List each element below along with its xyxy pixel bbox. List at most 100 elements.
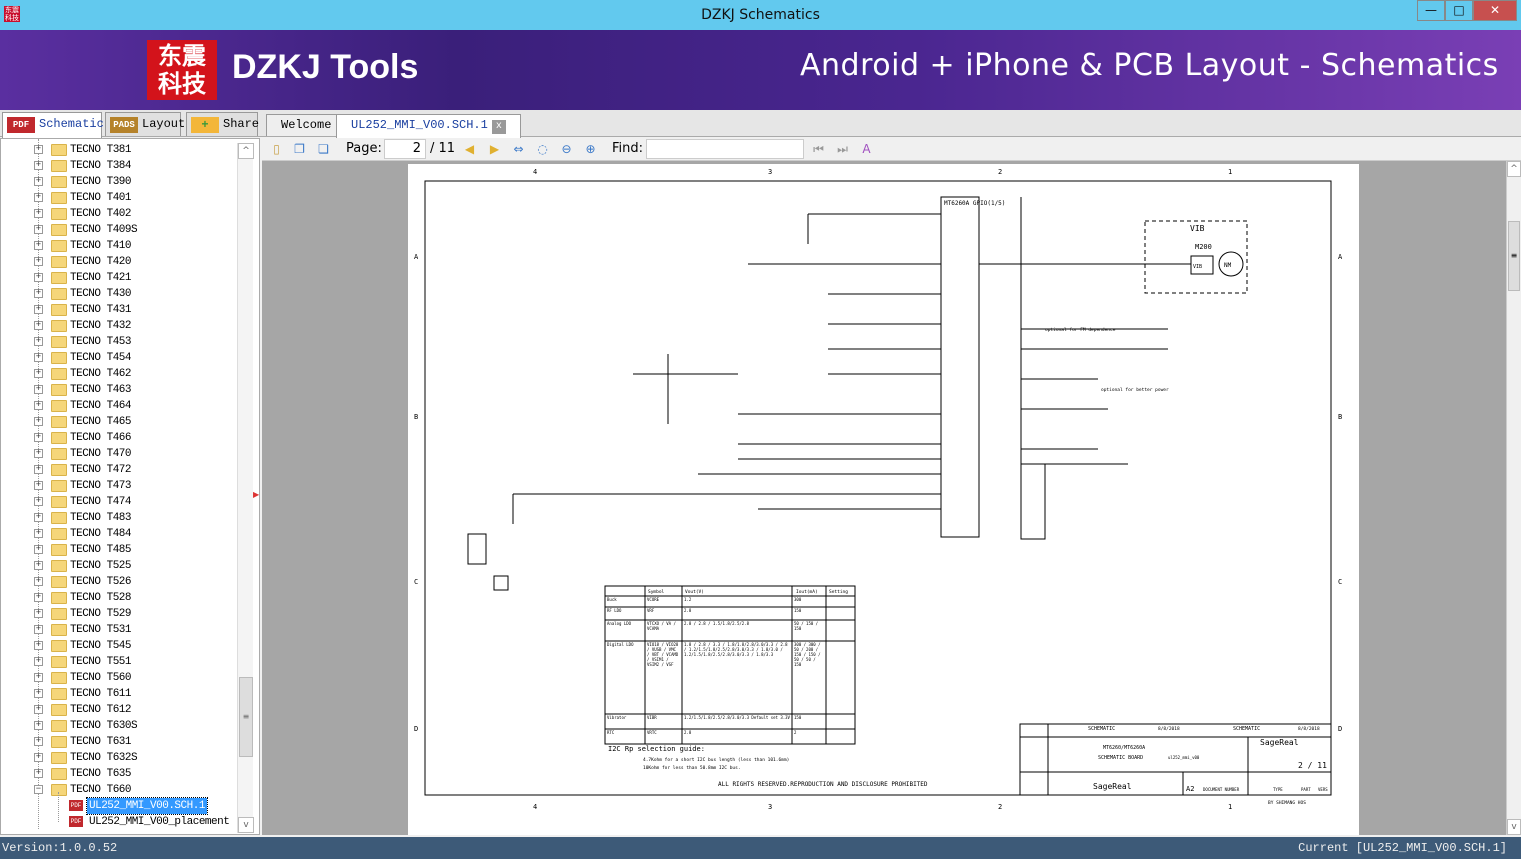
expand-icon[interactable]: +: [34, 304, 43, 314]
tree-folder[interactable]: + TECNO T631: [1, 734, 231, 750]
tree-folder[interactable]: + TECNO T454: [1, 350, 231, 366]
tree-folder[interactable]: + TECNO T630S: [1, 718, 231, 734]
expand-icon[interactable]: +: [34, 512, 43, 522]
tree-folder[interactable]: + TECNO T483: [1, 510, 231, 526]
tab-share[interactable]: + Share: [186, 112, 259, 136]
tree-folder[interactable]: + TECNO T474: [1, 494, 231, 510]
tree-folder[interactable]: − TECNO T660: [1, 782, 231, 798]
expand-icon[interactable]: +: [34, 400, 43, 410]
expand-icon[interactable]: +: [34, 256, 43, 266]
tree-folder[interactable]: + TECNO T402: [1, 206, 231, 222]
close-tab-icon[interactable]: x: [491, 120, 506, 134]
tree-folder[interactable]: + TECNO T384: [1, 158, 231, 174]
expand-icon[interactable]: +: [34, 672, 43, 682]
tree-folder[interactable]: + TECNO T470: [1, 446, 231, 462]
tree-folder[interactable]: + TECNO T421: [1, 270, 231, 286]
expand-icon[interactable]: +: [34, 752, 43, 762]
expand-icon[interactable]: +: [34, 528, 43, 538]
tree-folder[interactable]: + TECNO T463: [1, 382, 231, 398]
tab-layout[interactable]: PADS Layout: [105, 112, 185, 136]
next-page-icon[interactable]: ▶: [489, 142, 500, 156]
tree-folder[interactable]: + TECNO T390: [1, 174, 231, 190]
tree-folder[interactable]: + TECNO T551: [1, 654, 231, 670]
expand-icon[interactable]: +: [34, 464, 43, 474]
tree-folder[interactable]: + TECNO T611: [1, 686, 231, 702]
expand-icon[interactable]: +: [34, 432, 43, 442]
expand-icon[interactable]: +: [34, 480, 43, 490]
expand-icon[interactable]: +: [34, 656, 43, 666]
expand-icon[interactable]: +: [34, 368, 43, 378]
zoom-out-icon[interactable]: ⊖: [561, 142, 572, 156]
expand-icon[interactable]: +: [34, 704, 43, 714]
scroll-down-icon[interactable]: v: [1507, 819, 1521, 835]
expand-icon[interactable]: +: [34, 192, 43, 202]
scroll-thumb[interactable]: ≡: [1508, 221, 1520, 291]
tree-folder[interactable]: + TECNO T465: [1, 414, 231, 430]
prev-page-icon[interactable]: ◀: [464, 142, 475, 156]
expand-icon[interactable]: +: [34, 768, 43, 778]
expand-icon[interactable]: +: [34, 144, 43, 154]
tree-folder[interactable]: + TECNO T635: [1, 766, 231, 782]
expand-icon[interactable]: +: [34, 160, 43, 170]
tree-folder[interactable]: + TECNO T612: [1, 702, 231, 718]
panel-splitter[interactable]: ▶: [253, 490, 260, 499]
single-page-icon[interactable]: ▯: [273, 142, 280, 156]
expand-icon[interactable]: +: [34, 544, 43, 554]
facing-page-icon[interactable]: ❏: [318, 142, 329, 156]
document-scrollbar[interactable]: ^ ≡ v: [1506, 161, 1521, 835]
tree-folder[interactable]: + TECNO T431: [1, 302, 231, 318]
tree-scrollbar[interactable]: ^ ≡ v: [237, 143, 254, 833]
tree-folder[interactable]: + TECNO T484: [1, 526, 231, 542]
expand-icon[interactable]: +: [34, 688, 43, 698]
tree-file[interactable]: PDF UL252_MMI_V00_placement: [1, 814, 235, 830]
find-input[interactable]: [646, 139, 804, 159]
expand-icon[interactable]: +: [34, 272, 43, 282]
expand-icon[interactable]: +: [34, 384, 43, 394]
tree-folder[interactable]: + TECNO T485: [1, 542, 231, 558]
tree-folder[interactable]: + TECNO T453: [1, 334, 231, 350]
tree-folder[interactable]: + TECNO T473: [1, 478, 231, 494]
tree-folder[interactable]: + TECNO T632S: [1, 750, 231, 766]
expand-icon[interactable]: +: [34, 576, 43, 586]
expand-icon[interactable]: +: [34, 720, 43, 730]
file-tree[interactable]: + TECNO T381 + TECNO T384 + TECNO T390 +…: [0, 138, 260, 835]
continuous-page-icon[interactable]: ❐: [294, 142, 305, 156]
tab-schematic[interactable]: PDF Schematic: [2, 112, 104, 138]
expand-icon[interactable]: +: [34, 736, 43, 746]
tree-folder[interactable]: + TECNO T410: [1, 238, 231, 254]
tree-folder[interactable]: + TECNO T462: [1, 366, 231, 382]
maximize-button[interactable]: □: [1445, 0, 1473, 21]
expand-icon[interactable]: +: [34, 496, 43, 506]
tree-folder[interactable]: + TECNO T528: [1, 590, 231, 606]
tree-folder[interactable]: + TECNO T525: [1, 558, 231, 574]
scroll-up-icon[interactable]: ^: [238, 143, 254, 159]
zoom-in-icon[interactable]: ⊕: [585, 142, 596, 156]
expand-icon[interactable]: +: [34, 352, 43, 362]
tree-folder[interactable]: + TECNO T466: [1, 430, 231, 446]
expand-icon[interactable]: +: [34, 320, 43, 330]
tree-folder[interactable]: + TECNO T560: [1, 670, 231, 686]
scroll-down-icon[interactable]: v: [238, 817, 254, 833]
tree-folder[interactable]: + TECNO T381: [1, 142, 231, 158]
expand-icon[interactable]: +: [34, 176, 43, 186]
tree-folder[interactable]: + TECNO T409S: [1, 222, 231, 238]
collapse-icon[interactable]: −: [34, 784, 43, 794]
expand-icon[interactable]: +: [34, 560, 43, 570]
expand-icon[interactable]: +: [34, 336, 43, 346]
tree-folder[interactable]: + TECNO T472: [1, 462, 231, 478]
find-prev-icon[interactable]: ⏮: [813, 142, 824, 156]
expand-icon[interactable]: +: [34, 288, 43, 298]
close-button[interactable]: ✕: [1473, 0, 1517, 21]
expand-icon[interactable]: +: [34, 208, 43, 218]
tree-folder[interactable]: + TECNO T420: [1, 254, 231, 270]
page-number-input[interactable]: 2: [384, 139, 426, 159]
fit-width-icon[interactable]: ⇔: [513, 142, 524, 156]
scroll-up-icon[interactable]: ^: [1507, 161, 1521, 177]
tab-welcome[interactable]: Welcome: [266, 114, 347, 136]
tree-folder[interactable]: + TECNO T531: [1, 622, 231, 638]
tree-file[interactable]: PDF UL252_MMI_V00.SCH.1: [1, 797, 235, 815]
expand-icon[interactable]: +: [34, 240, 43, 250]
tree-folder[interactable]: + TECNO T545: [1, 638, 231, 654]
